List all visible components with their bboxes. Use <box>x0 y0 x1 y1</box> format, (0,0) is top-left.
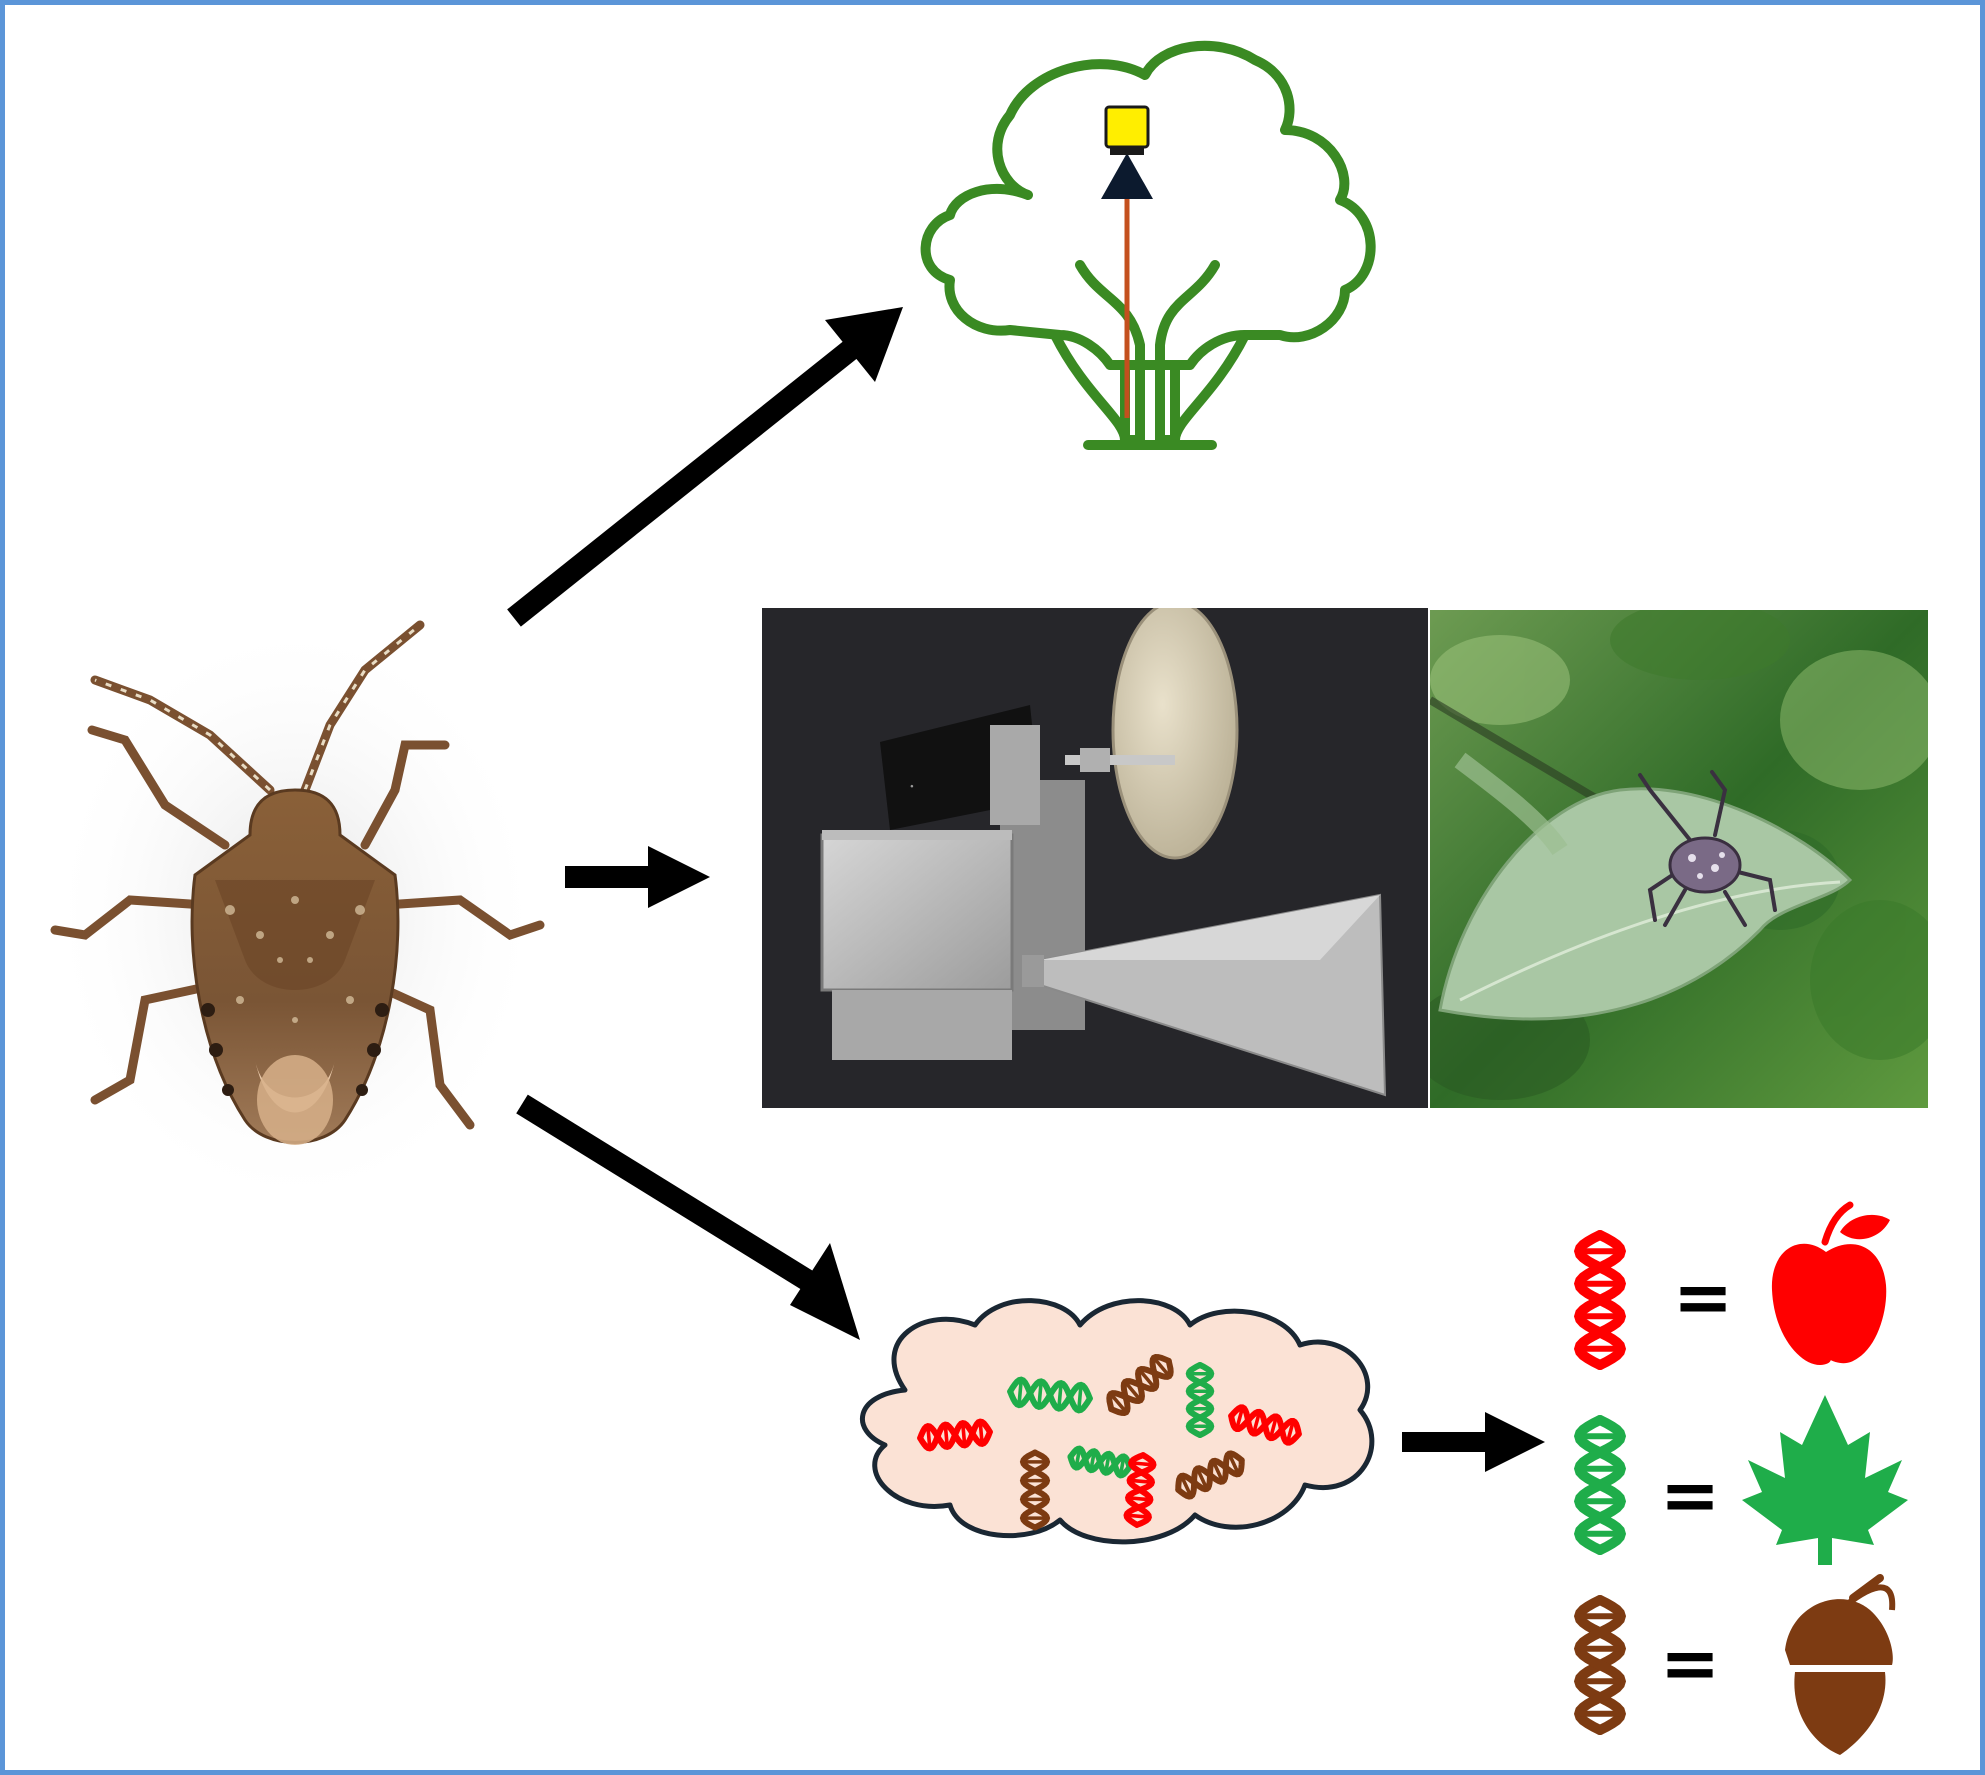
radar-device-photo: • <box>762 608 1428 1108</box>
dna-green-icon <box>1573 1415 1627 1555</box>
dna-helix-icon <box>1007 1376 1093 1414</box>
dna-helix-icon <box>1123 1452 1157 1528</box>
stink-bug-photo <box>45 615 545 1215</box>
tree-trap-icon <box>920 40 1376 450</box>
dna-brown-icon <box>1573 1595 1627 1735</box>
dna-helix-icon <box>1067 1445 1133 1479</box>
bug-on-leaf-photo <box>1430 610 1928 1108</box>
arrow-to-host-legend <box>1402 1412 1545 1472</box>
dna-helix-icon <box>917 1418 993 1452</box>
arrow-to-tree-trap <box>507 307 903 627</box>
svg-text:•: • <box>909 782 916 793</box>
apple-icon <box>1771 1201 1890 1365</box>
equals-sign-acorn: = <box>1660 1621 1720 1705</box>
dna-helix-icon <box>1228 1404 1302 1446</box>
equals-sign-maple: = <box>1660 1453 1720 1537</box>
equals-sign-apple: = <box>1673 1255 1733 1339</box>
legend-dna-group <box>1573 1230 1627 1735</box>
maple-leaf-icon <box>1742 1395 1908 1565</box>
arrow-to-radar <box>565 846 710 908</box>
dna-red-icon <box>1573 1230 1627 1370</box>
dna-helix-icon <box>1019 1449 1051 1531</box>
arrow-to-dna-cloud <box>516 1094 860 1340</box>
acorn-icon <box>1785 1574 1896 1755</box>
dna-cloud-icon <box>859 1298 1375 1545</box>
cloud-dna-group <box>917 1353 1302 1531</box>
dna-helix-icon <box>1185 1362 1215 1438</box>
host-legend: = = = <box>1573 1201 1908 1755</box>
dna-helix-icon <box>1175 1450 1245 1500</box>
dna-helix-icon <box>1106 1353 1174 1417</box>
